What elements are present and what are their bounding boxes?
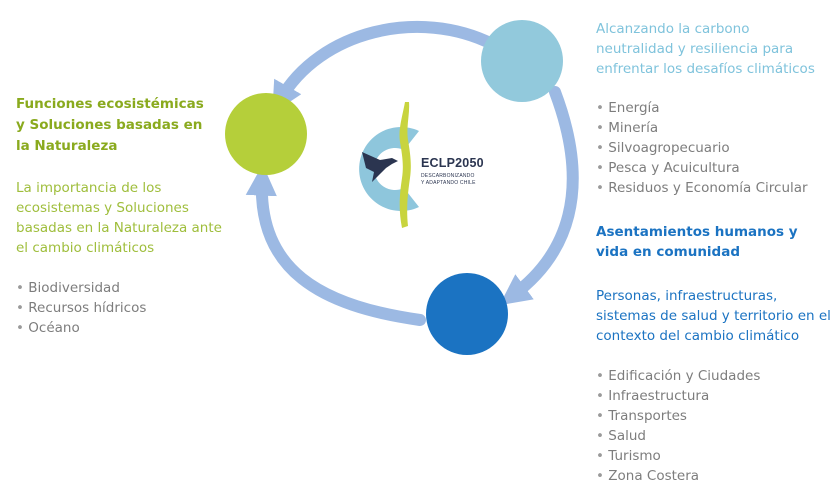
list-item: Energía: [596, 98, 808, 118]
list-item: Zona Costera: [596, 466, 760, 486]
list-item: Infraestructura: [596, 386, 760, 406]
mitigation-list: Energía Minería Silvoagropecuario Pesca …: [596, 98, 808, 198]
circle-nature: [225, 93, 307, 175]
list-item: Océano: [16, 318, 146, 338]
nature-description: La importancia de los ecosistemas y Solu…: [16, 180, 222, 256]
list-item: Pesca y Acuicultura: [596, 158, 808, 178]
logo-subtitle-line2: Y ADAPTANDO CHILE: [421, 180, 476, 186]
logo-name: ECLP2050: [421, 156, 484, 170]
settlements-list: Edificación y Ciudades Infraestructura T…: [596, 366, 760, 486]
circle-mitigation: [481, 20, 563, 102]
eclp2050-logo: [359, 102, 419, 228]
condor-icon: [362, 152, 398, 182]
nature-list: Biodiversidad Recursos hídricos Océano: [16, 278, 146, 338]
settlements-title: Asentamientos humanos y vida en comunida…: [596, 224, 798, 260]
logo-chile-shape: [399, 102, 411, 228]
logo-subtitle: DESCARBONIZANDO Y ADAPTANDO CHILE: [421, 173, 476, 187]
list-item: Minería: [596, 118, 808, 138]
list-item: Recursos hídricos: [16, 298, 146, 318]
nature-title: Funciones ecosistémicas y Soluciones bas…: [16, 96, 204, 154]
list-item: Biodiversidad: [16, 278, 146, 298]
circle-settlements: [426, 273, 508, 355]
logo-subtitle-line1: DESCARBONIZANDO: [421, 173, 475, 179]
arrow-top: [272, 21, 498, 114]
mitigation-description: Alcanzando la carbono neutralidad y resi…: [596, 21, 815, 77]
list-item: Turismo: [596, 446, 760, 466]
list-item: Salud: [596, 426, 760, 446]
arrow-right: [499, 86, 579, 306]
list-item: Silvoagropecuario: [596, 138, 808, 158]
settlements-description: Personas, infraestructuras, sistemas de …: [596, 288, 831, 344]
list-item: Residuos y Economía Circular: [596, 178, 807, 198]
arrow-left-bottom: [245, 164, 426, 326]
list-item: Edificación y Ciudades: [596, 366, 760, 386]
list-item: Transportes: [596, 406, 760, 426]
